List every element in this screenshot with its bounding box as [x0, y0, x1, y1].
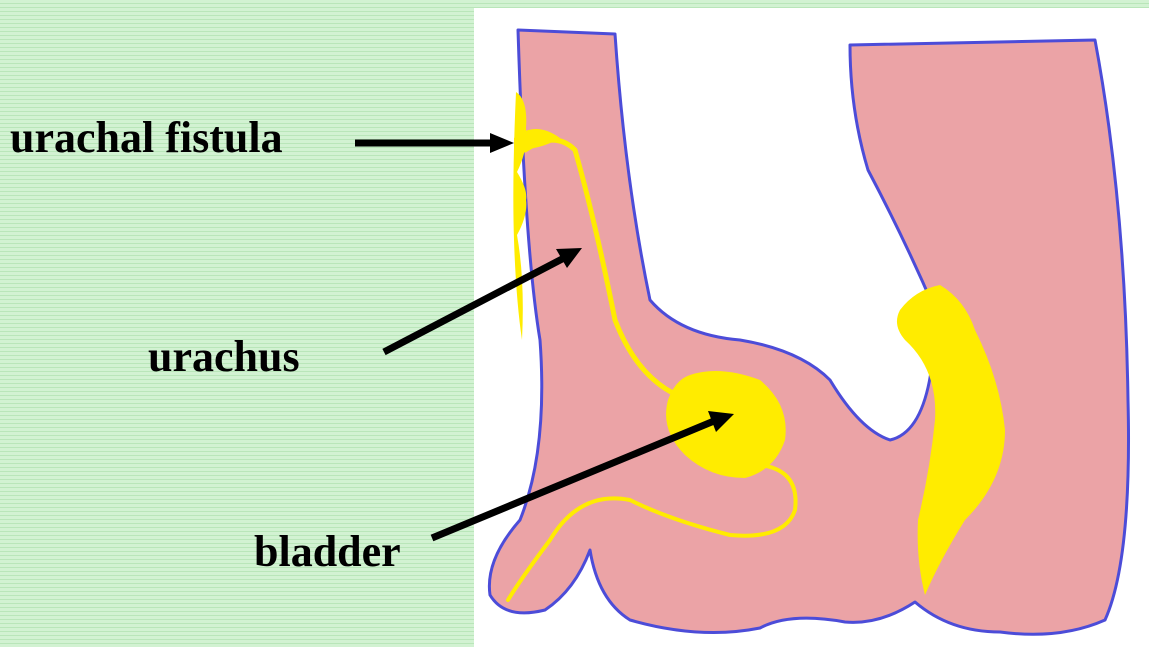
label-urachal-fistula: urachal fistula [10, 116, 283, 160]
arrow-to-fistula [355, 133, 514, 153]
fistula-opening [513, 92, 526, 340]
anterior-body-wall [489, 30, 1128, 634]
label-urachus: urachus [148, 335, 300, 379]
label-bladder: bladder [254, 530, 401, 574]
